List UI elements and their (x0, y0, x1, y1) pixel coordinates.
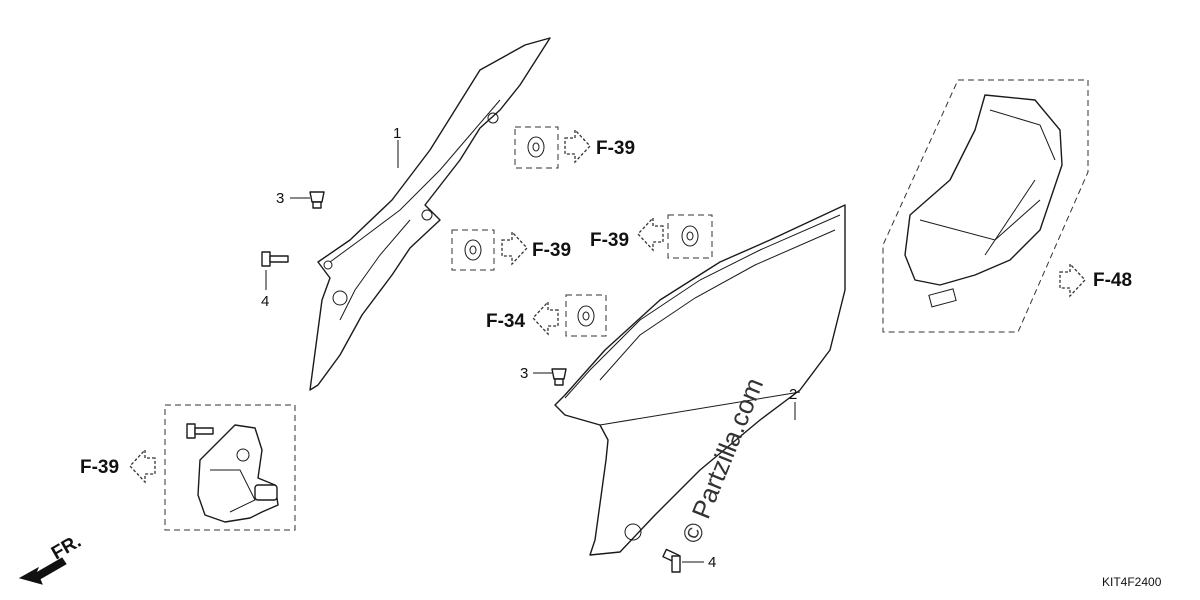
bolt-4-lower (662, 548, 681, 573)
ref-arrow-d (532, 300, 559, 336)
ref-arrow-e (129, 448, 156, 484)
clip-3-lower (551, 368, 567, 386)
bolt-bracket (186, 423, 214, 439)
grommet-box-d (565, 294, 607, 337)
ref-arrow-c (637, 216, 664, 252)
side-cover-lower (554, 204, 846, 556)
clip-3-upper (309, 191, 325, 209)
bolt-4-upper (261, 251, 289, 267)
callout-3b: 3 (520, 365, 528, 382)
front-label: FR. (48, 531, 85, 564)
ref-arrow-b (501, 230, 528, 266)
diagram-code: KIT4F2400 (1102, 575, 1162, 589)
callout-3a: 3 (276, 190, 284, 207)
ref-arrow-a (564, 128, 591, 164)
grommet-box-c (667, 214, 713, 259)
ref-label-e: F-39 (80, 457, 119, 478)
front-direction-arrow: FR. (18, 531, 85, 585)
ref-label-a: F-39 (596, 138, 635, 159)
callout-2: 2 (789, 386, 797, 403)
ref-label-f: F-48 (1093, 270, 1132, 291)
grommet-box-a (514, 126, 559, 169)
rear-assembly (882, 79, 1089, 333)
ref-arrow-f (1059, 262, 1086, 298)
ref-label-c: F-39 (590, 230, 629, 251)
small-bracket (164, 404, 296, 531)
callout-4b: 4 (708, 554, 716, 571)
side-cover-upper (309, 37, 551, 391)
ref-label-b: F-39 (532, 240, 571, 261)
ref-label-d: F-34 (486, 311, 526, 332)
callout-4a: 4 (261, 293, 269, 310)
grommet-box-b (451, 229, 495, 271)
callout-1: 1 (393, 125, 401, 142)
